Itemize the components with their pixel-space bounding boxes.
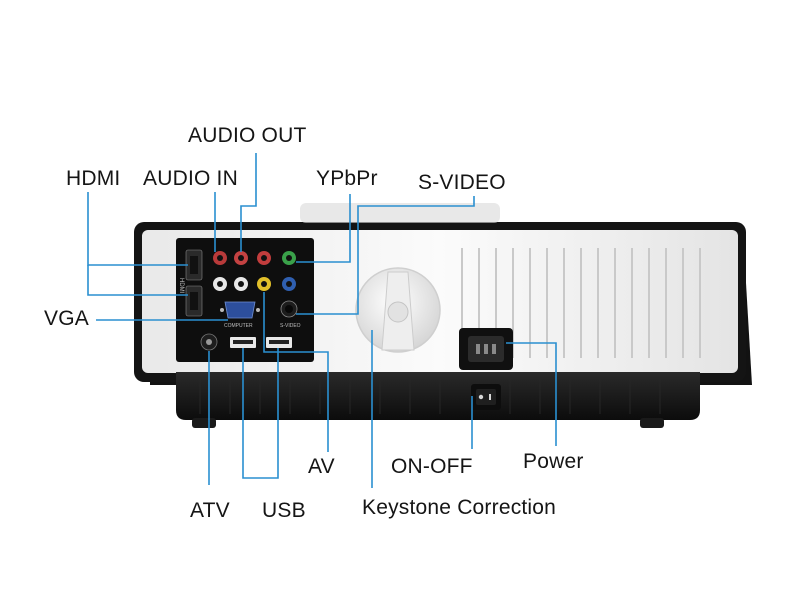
s-video-port <box>280 300 298 318</box>
label-ypbpr: YPbPr <box>316 167 378 190</box>
usb-port-2 <box>266 337 292 348</box>
label-hdmi: HDMI <box>66 167 121 190</box>
label-usb: USB <box>262 499 306 522</box>
keystone-knob <box>355 267 441 353</box>
io-panel: HDMI COMPUTER S-VIDEO <box>176 238 314 362</box>
label-atv: ATV <box>190 499 230 522</box>
callout-lines <box>87 153 557 488</box>
label-on-off: ON-OFF <box>391 455 473 478</box>
rca-row-2 <box>213 277 296 291</box>
atv-port <box>200 333 218 351</box>
computer-marking: COMPUTER <box>224 323 253 329</box>
power-switch <box>471 384 501 410</box>
hdmi-port-1 <box>185 249 203 281</box>
s-video-marking: S-VIDEO <box>280 323 301 329</box>
label-power: Power <box>523 450 584 473</box>
power-socket <box>459 328 513 370</box>
label-keystone-correction: Keystone Correction <box>362 496 557 519</box>
label-s-video: S-VIDEO <box>418 171 506 194</box>
hdmi-port-2 <box>185 285 203 317</box>
label-audio-in: AUDIO IN <box>143 167 238 190</box>
rca-row-1 <box>213 251 296 265</box>
hdmi-marking: HDMI <box>178 278 184 294</box>
usb-port-1 <box>230 337 256 348</box>
label-vga: VGA <box>44 307 89 330</box>
label-av: AV <box>308 455 335 478</box>
label-audio-out: AUDIO OUT <box>188 124 307 147</box>
vga-port <box>220 301 260 319</box>
